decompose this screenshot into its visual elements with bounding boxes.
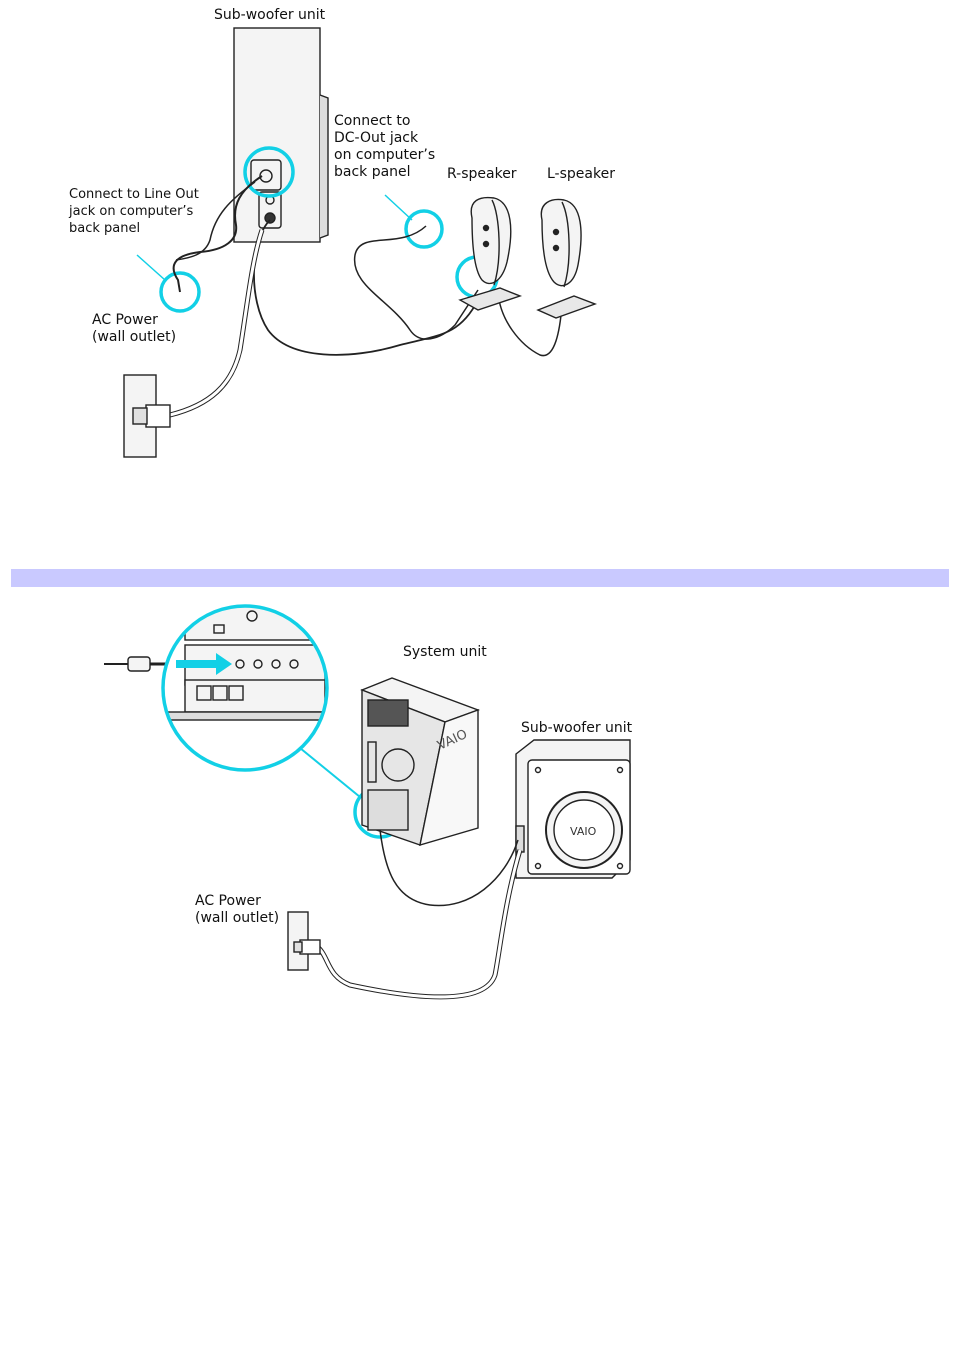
section-divider xyxy=(11,569,949,587)
l-speaker-label: L-speaker xyxy=(547,166,615,183)
wall-outlet-2 xyxy=(288,912,320,970)
subwoofer-unit-1 xyxy=(234,28,328,242)
ac-power-label-1: AC Power (wall outlet) xyxy=(92,312,176,346)
audio-plug xyxy=(104,657,168,671)
wall-outlet-1 xyxy=(124,375,170,457)
r-speaker-label: R-speaker xyxy=(447,166,517,183)
system-unit: VAIO xyxy=(362,678,478,845)
r-speaker xyxy=(460,198,520,310)
subwoofer-label-2: Sub-woofer unit xyxy=(521,720,632,737)
dc-out-label: Connect to DC-Out jack on computer’s bac… xyxy=(334,113,435,181)
subwoofer-label-1: Sub-woofer unit xyxy=(214,7,325,24)
subwoofer-vaio-logo: VAIO xyxy=(570,825,597,838)
system-unit-label: System unit xyxy=(403,644,487,661)
zoom-panel xyxy=(160,600,330,780)
line-out-label: Connect to Line Out jack on computer’s b… xyxy=(69,186,199,237)
subwoofer-unit-2: VAIO xyxy=(516,740,630,878)
l-speaker xyxy=(538,200,595,318)
ac-power-label-2: AC Power (wall outlet) xyxy=(195,893,279,927)
